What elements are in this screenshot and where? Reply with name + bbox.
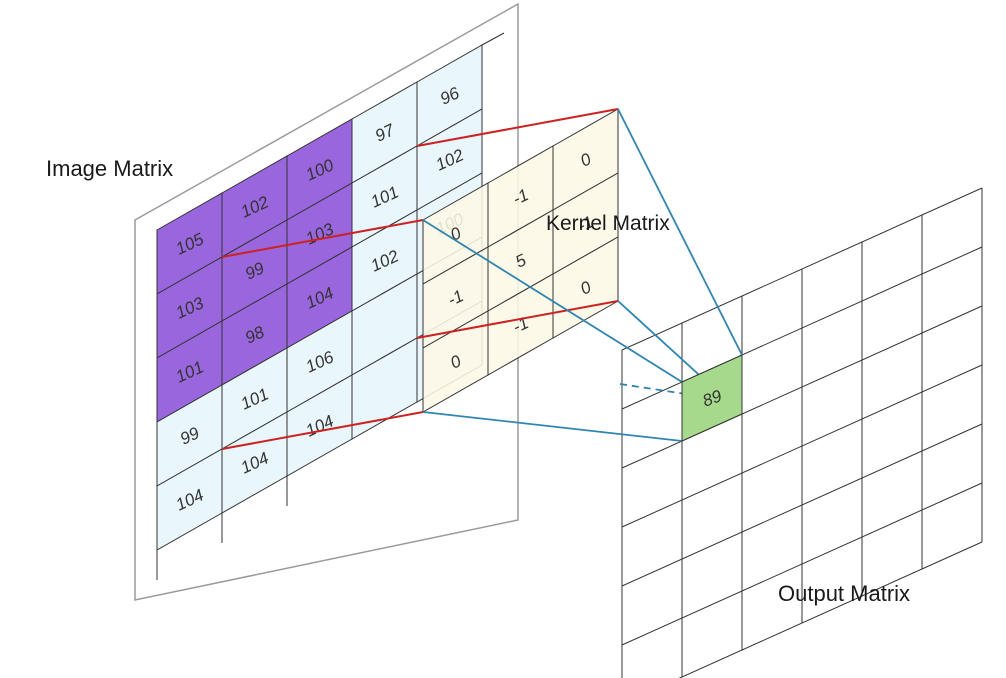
projection-line [221,411,424,450]
output-result-cell: 89 [681,354,743,442]
projection-lines [221,108,743,450]
kernel-cell-value: -1 [445,286,467,310]
image-matrix-label: Image Matrix [46,156,173,181]
kernel-matrix-label: Kernel Matrix [546,212,670,235]
image-grid-line [481,32,505,46]
projection-line [617,108,743,356]
projection-line [422,219,683,383]
projection-line [221,219,424,258]
projection-line [416,108,619,147]
output-matrix-label: Output Matrix [778,581,910,606]
projection-line [416,300,619,339]
kernel-matrix-grid [422,108,619,413]
output-matrix-grid [621,187,983,678]
projection-line [422,411,683,442]
output-result-cell-fill [681,354,743,442]
kernel-cell-value: -1 [575,212,597,236]
kernel-cell-value: -1 [510,185,532,209]
